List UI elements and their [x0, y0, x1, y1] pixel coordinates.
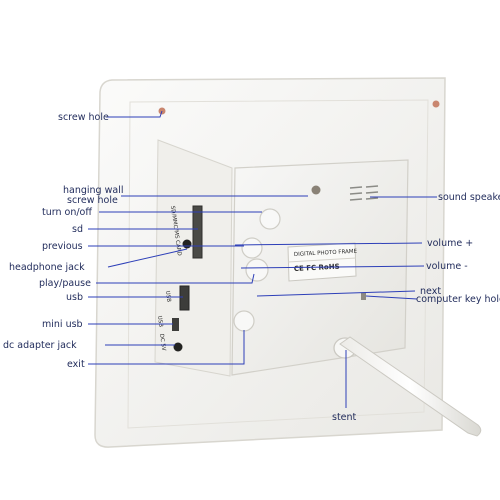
- exit-button[interactable]: [233, 310, 255, 332]
- frame-body: [94, 77, 446, 448]
- headphone-jack: [182, 239, 192, 249]
- product-sticker: DIGITAL PHOTO FRAME CE FC RoHS: [287, 242, 358, 282]
- leader-headphone-jack: [107, 248, 188, 268]
- dc-text: DC 5V: [158, 333, 166, 351]
- label-hanging-wall-line1: hanging wall: [63, 185, 123, 196]
- usb-port: [179, 285, 190, 311]
- leader-lines: [88, 110, 437, 408]
- leader-exit: [88, 330, 245, 365]
- play-pause-button[interactable]: [245, 258, 269, 282]
- label-previous: previous: [42, 241, 83, 252]
- label-volume-minus: volume -: [426, 261, 468, 272]
- leader-volume-plus: [234, 242, 423, 246]
- leader-next: [256, 290, 416, 297]
- label-play-pause: play/pause: [39, 278, 91, 289]
- dc-adapter-jack: [173, 342, 183, 352]
- stand: [333, 336, 482, 437]
- sticker-marks: CE FC RoHS: [294, 263, 340, 273]
- leader-screw-hole: [106, 110, 163, 118]
- mini-usb-port: [172, 318, 179, 331]
- mini-usb-text: USB: [156, 315, 164, 327]
- speaker-grille: [349, 185, 379, 201]
- label-usb: usb: [66, 292, 83, 303]
- label-screw-hole: screw hole: [58, 112, 109, 123]
- sd-card-slot: [192, 205, 203, 259]
- computer-key-hole: [361, 293, 366, 300]
- label-exit: exit: [67, 359, 85, 370]
- label-stent: stent: [332, 412, 357, 423]
- power-button[interactable]: [259, 208, 281, 230]
- label-hanging-wall-line2: screw hole: [67, 195, 118, 206]
- leader-computer-key-hole: [365, 295, 418, 300]
- label-sound-speaker: sound speaker: [438, 192, 500, 203]
- label-sd: sd: [72, 224, 83, 235]
- leader-play-pause: [96, 273, 255, 284]
- label-mini-usb: mini usb: [42, 319, 83, 330]
- label-computer-key-hole: computer key hole: [416, 294, 500, 305]
- label-volume-plus: volume +: [427, 238, 473, 249]
- screw-hole-right: [432, 100, 440, 108]
- leader-volume-minus: [240, 265, 425, 269]
- label-headphone-jack: headphone jack: [9, 262, 85, 273]
- hanging-wall-screw-hole: [311, 185, 321, 195]
- label-next: next: [420, 286, 441, 297]
- label-turn-on-off: turn on/off: [42, 207, 92, 218]
- sticker-title: DIGITAL PHOTO FRAME: [294, 249, 358, 258]
- previous-button[interactable]: [241, 237, 263, 259]
- label-dc-adapter-jack: dc adapter jack: [3, 340, 77, 351]
